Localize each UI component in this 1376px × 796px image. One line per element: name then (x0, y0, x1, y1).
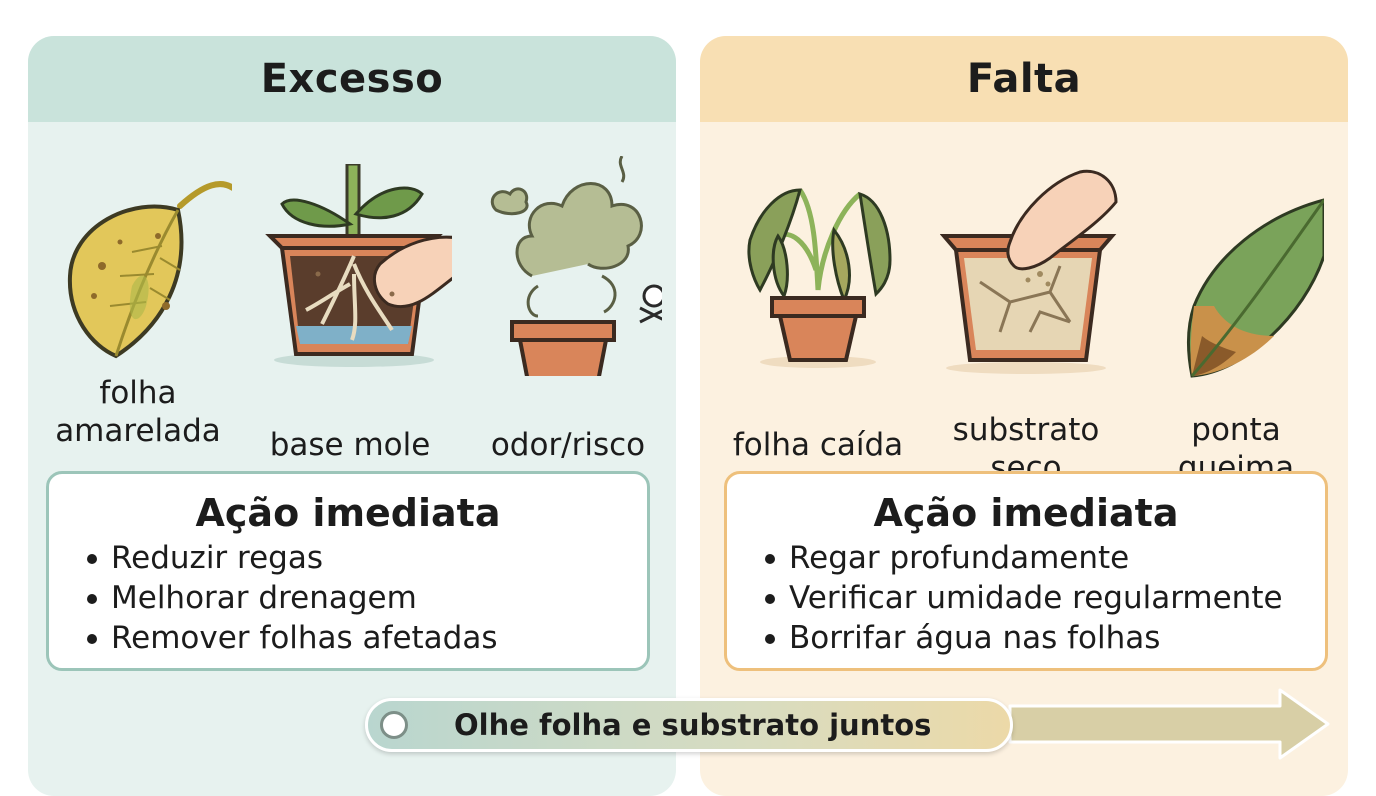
excess-item-label-3: odor/risco (490, 427, 646, 463)
rotting-roots-pot-icon (265, 164, 452, 367)
lack-action-item: Verificar umidade regularmente (765, 578, 1325, 618)
excess-action-item: Reduzir regas (87, 538, 647, 578)
lack-action-list: Regar profundamente Verificar umidade re… (727, 538, 1325, 658)
footer-text: Olhe folha e substrato juntos (454, 708, 932, 742)
excess-action-title: Ação imediata (195, 491, 501, 535)
dry-soil-pot-icon (940, 169, 1118, 374)
excess-panel: Excesso folha amarelada base mole (28, 36, 676, 796)
excess-action-box: Ação imediata Reduzir regas Melhorar dre… (46, 471, 650, 671)
excess-action-list: Reduzir regas Melhorar drenagem Remover … (49, 538, 647, 658)
excess-title: Excesso (28, 36, 676, 122)
lack-action-item: Borrifar água nas folhas (765, 618, 1325, 658)
excess-action-item: Melhorar drenagem (87, 578, 647, 618)
excess-item-label-1: folha amarelada (55, 375, 221, 449)
excess-action-item: Remover folhas afetadas (87, 618, 647, 658)
yellow-leaf-icon (67, 181, 232, 359)
lack-action-title: Ação imediata (873, 491, 1179, 535)
lack-action-box: Ação imediata Regar profundamente Verifi… (724, 471, 1328, 671)
footer-pill: Olhe folha e substrato juntos (365, 698, 1013, 752)
bad-odor-pot-icon (490, 156, 662, 376)
lack-item-label-1: folha caída (732, 427, 904, 463)
pill-dot-icon (380, 711, 408, 739)
lack-panel: Falta folha caída substrato seco ponta q… (700, 36, 1348, 796)
lack-action-item: Regar profundamente (765, 538, 1325, 578)
lack-title: Falta (700, 36, 1348, 122)
lack-item-label-2: substrato seco (952, 412, 1100, 486)
wilted-plant-icon (747, 188, 892, 368)
burnt-leaf-tip-icon (1186, 198, 1324, 378)
excess-item-label-2: base mole (269, 427, 431, 463)
